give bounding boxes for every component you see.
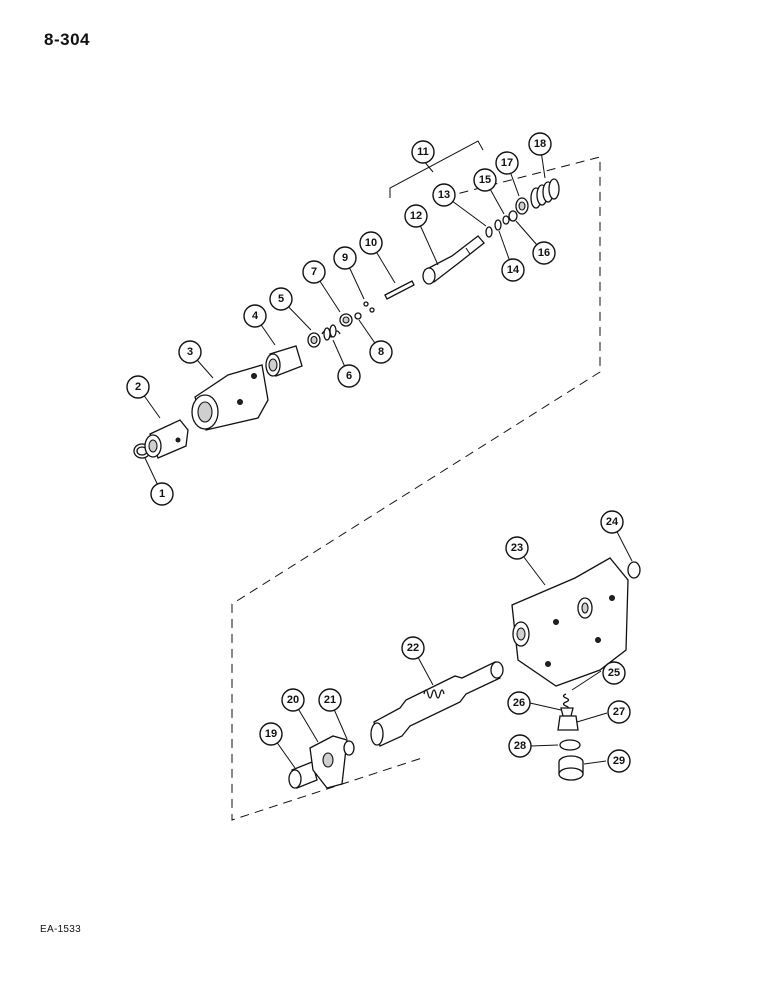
svg-text:2: 2 [135, 381, 141, 393]
callout-3: 3 [178, 340, 202, 364]
part-housing-3 [191, 364, 269, 431]
part-o-ring-21 [343, 740, 355, 756]
part-pin-10 [384, 280, 415, 300]
part-spool-22 [370, 661, 504, 747]
callout-7: 7 [302, 260, 326, 284]
svg-text:15: 15 [479, 174, 491, 186]
svg-text:10: 10 [365, 237, 377, 249]
part-plug-29 [558, 755, 584, 781]
part-piston-7 [339, 313, 353, 327]
svg-text:4: 4 [252, 310, 259, 322]
part-washer-17 [515, 197, 529, 215]
part-ring-15 [502, 215, 510, 225]
page-number: 8-304 [44, 30, 90, 49]
callout-28: 28 [508, 734, 532, 758]
callout-9: 9 [333, 246, 357, 270]
svg-text:24: 24 [606, 516, 619, 528]
callout-26: 26 [507, 691, 531, 715]
callout-19: 19 [259, 722, 283, 746]
svg-text:16: 16 [538, 247, 550, 259]
callout-4: 4 [243, 304, 267, 328]
callout-12: 12 [404, 204, 428, 228]
part-spring-6 [321, 324, 341, 341]
part-spring-18 [530, 178, 560, 209]
svg-text:19: 19 [265, 728, 277, 740]
callout-10: 10 [359, 231, 383, 255]
svg-text:22: 22 [407, 642, 419, 654]
svg-text:13: 13 [438, 189, 450, 201]
callout-18: 18 [528, 132, 552, 156]
figure-code: EA-1533 [40, 924, 82, 935]
callout-11: 11 [411, 140, 435, 164]
svg-text:12: 12 [410, 210, 422, 222]
part-poppet-26 [560, 707, 574, 717]
svg-text:28: 28 [514, 740, 526, 752]
svg-text:14: 14 [507, 264, 520, 276]
part-sleeve-4 [265, 345, 303, 377]
callout-29: 29 [607, 749, 631, 773]
part-o-ring-13 [485, 226, 493, 238]
svg-text:7: 7 [311, 266, 317, 278]
callout-27: 27 [607, 700, 631, 724]
part-seat-27 [557, 715, 579, 731]
callout-16: 16 [532, 241, 556, 265]
svg-text:29: 29 [613, 755, 625, 767]
callout-21: 21 [318, 688, 342, 712]
svg-text:1: 1 [159, 488, 165, 500]
part-spring-25 [562, 693, 570, 711]
callout-24: 24 [600, 510, 624, 534]
svg-text:25: 25 [608, 667, 620, 679]
part-washer-5 [307, 332, 321, 348]
svg-text:27: 27 [613, 706, 625, 718]
svg-text:17: 17 [501, 157, 513, 169]
svg-text:3: 3 [187, 346, 193, 358]
callout-5: 5 [269, 287, 293, 311]
part-ball-8 [354, 312, 362, 320]
svg-text:21: 21 [324, 694, 336, 706]
callout-6: 6 [337, 364, 361, 388]
callout-14: 14 [501, 258, 525, 282]
part-balls-9 [363, 301, 375, 313]
callout-2: 2 [126, 375, 150, 399]
svg-text:20: 20 [287, 694, 299, 706]
svg-text:8: 8 [378, 346, 384, 358]
svg-text:11: 11 [417, 146, 429, 158]
part-spool-12 [422, 235, 485, 285]
part-valve-body-23 [511, 557, 629, 687]
callout-23: 23 [505, 536, 529, 560]
svg-text:23: 23 [511, 542, 523, 554]
part-washer-16 [508, 210, 518, 222]
callout-8: 8 [369, 340, 393, 364]
callout-22: 22 [401, 636, 425, 660]
part-o-ring-24 [627, 561, 641, 579]
part-bushing-19 [288, 761, 318, 789]
part-housing-2 [144, 419, 189, 459]
part-flange-20 [309, 735, 348, 789]
svg-text:6: 6 [346, 370, 352, 382]
callout-20: 20 [281, 688, 305, 712]
callout-13: 13 [432, 183, 456, 207]
callout-17: 17 [495, 151, 519, 175]
svg-text:5: 5 [278, 293, 284, 305]
svg-text:18: 18 [534, 138, 546, 150]
part-o-ring-28 [559, 739, 581, 751]
callout-15: 15 [473, 168, 497, 192]
callout-25: 25 [602, 661, 626, 685]
assembly-boundary [231, 156, 601, 821]
svg-text:26: 26 [513, 697, 525, 709]
callout-1: 1 [150, 482, 174, 506]
part-ring-14 [494, 219, 502, 231]
svg-text:9: 9 [342, 252, 348, 264]
